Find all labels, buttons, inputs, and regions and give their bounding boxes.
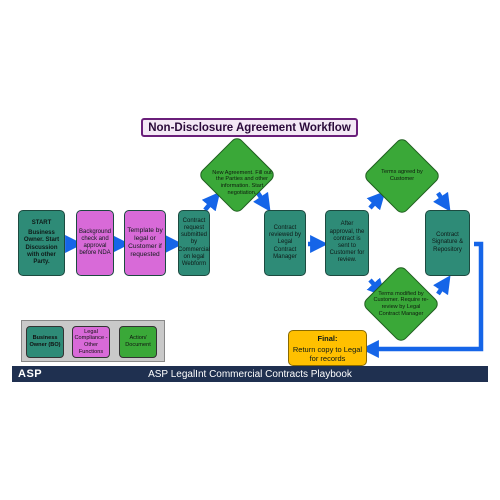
legend-business-owner-label: Business Owner (BO)	[29, 335, 61, 348]
legend-legal-compliance: Legal Compliance - Other Functions	[72, 326, 110, 358]
node-background-check-text: Background check and approval before NDA	[78, 228, 112, 257]
node-contract-request-text: Contract request submitted by Commercial…	[178, 217, 211, 267]
node-contract-request: Contract request submitted by Commercial…	[178, 210, 210, 276]
legend-action-document-label: Action/ Document	[125, 335, 151, 348]
arrow-modified-to-signature	[433, 275, 451, 296]
node-after-approval-text: After approval, the contract is sent to …	[329, 221, 365, 264]
node-template: Template by legal or Customer if request…	[124, 210, 166, 276]
diamond-terms-agreed-text: Terms agreed by Customer	[381, 169, 423, 182]
node-contract-signature: Contract Signature & Repository	[425, 210, 470, 276]
legend-legal-compliance-label: Legal Compliance - Other Functions	[74, 328, 108, 355]
footer-bar: ASP LegalInt Commercial Contracts Playbo…	[12, 366, 488, 382]
node-after-approval: After approval, the contract is sent to …	[325, 210, 369, 276]
arrow-request-to-newagreement	[201, 191, 221, 212]
node-start-text: Business Owner. Start Discussion with ot…	[23, 230, 60, 265]
node-final-heading: Final:	[317, 333, 338, 343]
node-contract-reviewed-text: Contract reviewed by Legal Contract Mana…	[268, 225, 301, 260]
node-template-text: Template by legal or Customer if request…	[127, 227, 163, 258]
footer-title: ASP LegalInt Commercial Contracts Playbo…	[148, 368, 352, 380]
node-final-text: Return copy to Legal for records	[292, 344, 363, 363]
arrow-signature-to-final	[360, 241, 484, 358]
arrow-agreed-to-signature	[433, 191, 451, 212]
arrow-approval-to-agreed	[366, 191, 386, 211]
legend: Business Owner (BO) Legal Compliance - O…	[21, 320, 165, 362]
diagram-title: Non-Disclosure Agreement Workflow	[141, 118, 358, 137]
legend-business-owner: Business Owner (BO)	[26, 326, 64, 358]
node-start: START Business Owner. Start Discussion w…	[18, 210, 65, 276]
node-background-check: Background check and approval before NDA	[76, 210, 114, 276]
legend-action-document: Action/ Document	[119, 326, 157, 358]
diamond-new-agreement-text: New Agreement. Fill out the Parties and …	[212, 169, 272, 196]
node-contract-signature-text: Contract Signature & Repository	[431, 232, 464, 253]
footer-logo: ASP	[18, 368, 43, 380]
diamond-terms-modified-text: Terms modified by Customer. Require re-r…	[373, 290, 429, 317]
node-final: Final: Return copy to Legal for records	[288, 330, 367, 366]
node-start-heading: START	[31, 219, 52, 226]
node-contract-reviewed: Contract reviewed by Legal Contract Mana…	[264, 210, 306, 276]
